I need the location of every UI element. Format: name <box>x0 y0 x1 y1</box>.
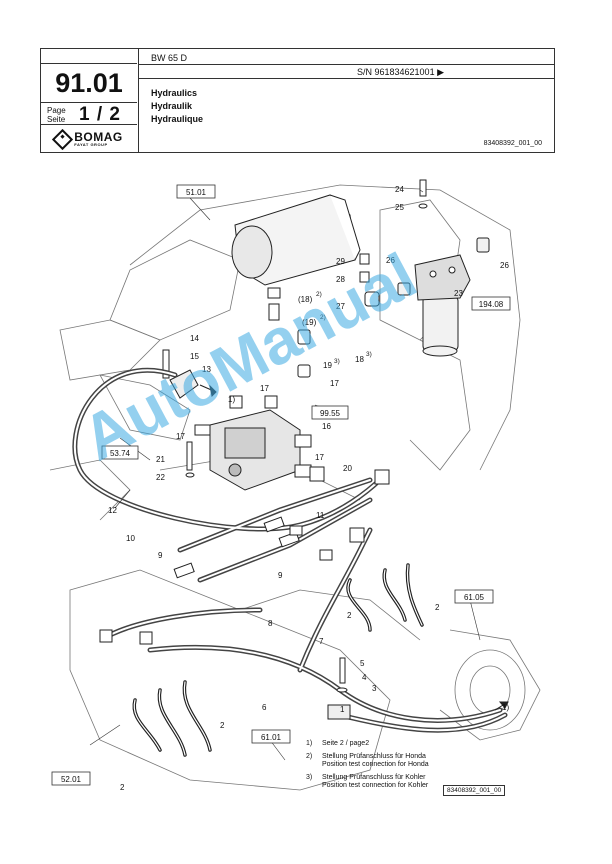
header-divider <box>138 78 554 79</box>
part-label-1: 1 <box>340 705 345 714</box>
callout-18: (18) <box>298 295 313 304</box>
part-label-28: 28 <box>336 275 345 284</box>
part-label-26: 26 <box>386 256 395 265</box>
part-label-4: 4 <box>362 673 367 682</box>
ref-box-53-74: 53.74 <box>110 449 131 458</box>
filter-assembly <box>397 237 490 357</box>
part-label-15: 15 <box>190 352 199 361</box>
reference-boxes <box>51 184 511 786</box>
part-label-21: 21 <box>156 455 165 464</box>
part-label-3: 3 <box>372 684 377 693</box>
serial-number: S/N 961834621001 ▶ <box>357 67 444 77</box>
tank-assembly <box>231 194 361 286</box>
hose-clamp <box>162 349 199 399</box>
footnote-2: 2) Stellung Prüfanschluss für Honda Posi… <box>306 753 429 768</box>
part-label-6: 6 <box>262 703 267 712</box>
ref-box-61-05: 61.05 <box>464 593 485 602</box>
part-label-5: 5 <box>360 659 365 668</box>
part-label-2: 2 <box>120 783 125 792</box>
exploded-view-drawing: 51.01 53.74 99.55 194.08 61.05 61.01 52.… <box>40 170 560 800</box>
drawing-ref-box: 83408392_001_00 <box>443 785 506 796</box>
header-box: 91.01 Page Seite 1 / 2 BOMAG FAYAT GROUP… <box>40 48 555 153</box>
part-label-23: 23 <box>454 289 463 298</box>
callout-3: 3) <box>366 351 372 358</box>
part-label-14: 14 <box>190 334 199 343</box>
ref-box-61-01: 61.01 <box>261 733 282 742</box>
part-label-29: 29 <box>336 257 345 266</box>
model-name: BW 65 D <box>151 53 188 63</box>
part-label-9: 9 <box>278 571 283 580</box>
part-label-18: 18 <box>355 355 364 364</box>
part-label-1: 1) <box>228 395 235 404</box>
hydraulic-diagram: 51.01 53.74 99.55 194.08 61.05 61.01 52.… <box>49 179 541 792</box>
ref-box-51-01: 51.01 <box>186 188 207 197</box>
part-label-10: 10 <box>126 534 135 543</box>
header-divider <box>138 64 554 65</box>
bolt-21 <box>185 441 195 478</box>
reference-arrows <box>199 384 509 711</box>
callout-19: (19) <box>302 318 317 327</box>
part-label-9: 9 <box>158 551 163 560</box>
part-label-25: 25 <box>395 203 404 212</box>
bomag-diamond-icon <box>52 128 74 150</box>
part-label-19: 19 <box>323 361 332 370</box>
page-number: 1 / 2 <box>79 104 121 125</box>
header-drawing-ref: 83408392_001_00 <box>483 140 542 147</box>
part-label-17: 17 <box>315 453 324 462</box>
part-label-16: 16 <box>322 422 331 431</box>
callout-2: 2) <box>320 314 326 321</box>
title-en: Hydraulics <box>151 88 198 98</box>
title-fr: Hydraulique <box>151 114 204 124</box>
footnote-1: 1) Seite 2 / page2 <box>306 740 370 747</box>
valve-block <box>194 395 325 491</box>
ref-box-52-01: 52.01 <box>61 775 82 784</box>
section-number: 91.01 <box>41 63 137 103</box>
ref-box-99-55: 99.55 <box>320 409 341 418</box>
part-label-8: 8 <box>268 619 273 628</box>
hose-fittings <box>99 469 390 645</box>
connector-block <box>327 657 351 720</box>
bomag-logo: BOMAG FAYAT GROUP <box>41 124 137 153</box>
part-label-24: 24 <box>395 185 404 194</box>
footnote-3: 3) Stellung Prüfanschluss für Kohler Pos… <box>306 774 429 789</box>
page-title: Hydraulics Hydraulik Hydraulique <box>151 87 203 126</box>
callout-2: 2) <box>316 291 322 298</box>
part-label-7: 7 <box>319 637 324 646</box>
part-label-17: 17 <box>260 384 269 393</box>
part-label-17: 17 <box>176 432 185 441</box>
part-label-2: 2 <box>347 611 352 620</box>
callout-3: 3) <box>334 358 340 365</box>
part-label-13: 13 <box>202 365 211 374</box>
part-label-1: 1) <box>502 703 509 712</box>
title-de: Hydraulik <box>151 101 193 111</box>
footnotes: 1) Seite 2 / page2 2) Stellung Prüfansch… <box>306 740 429 795</box>
part-label-12: 12 <box>108 506 117 515</box>
part-label-11: 11 <box>316 511 325 520</box>
part-label-20: 20 <box>343 464 352 473</box>
part-label-2: 2 <box>435 603 440 612</box>
bolt-fittings <box>267 179 428 378</box>
part-label-22: 22 <box>156 473 165 482</box>
part-label-2: 2 <box>220 721 225 730</box>
header-left-column: 91.01 Page Seite 1 / 2 BOMAG FAYAT GROUP <box>41 49 139 152</box>
page-label: Page Seite <box>47 106 66 124</box>
part-label-17: 17 <box>330 379 339 388</box>
part-label-27: 27 <box>336 302 345 311</box>
ref-box-194-08: 194.08 <box>479 300 504 309</box>
part-label-26: 26 <box>500 261 509 270</box>
